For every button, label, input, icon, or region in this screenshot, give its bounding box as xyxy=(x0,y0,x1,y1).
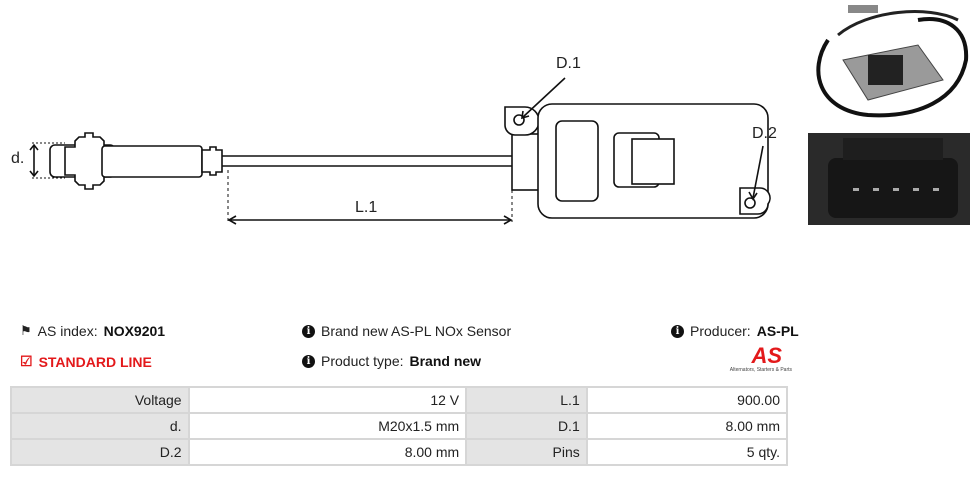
producer-value: AS-PL xyxy=(756,323,799,339)
info-icon: i xyxy=(671,324,684,338)
as-index: ⚑ AS index: NOX9201 xyxy=(20,323,165,339)
sensor-diagram xyxy=(29,77,771,225)
product-type-label: Product type: xyxy=(321,353,404,369)
spec-value: 8.00 mm xyxy=(187,438,468,466)
tag-icon: ⚑ xyxy=(20,323,32,338)
spec-label: L.1 xyxy=(465,386,588,414)
description-text: Brand new AS-PL NOx Sensor xyxy=(321,323,512,339)
info-icon: i xyxy=(302,324,315,338)
d2-label: D.2 xyxy=(752,125,777,142)
spec-value: 5 qty. xyxy=(585,438,789,466)
d1-label: D.1 xyxy=(556,55,581,72)
standard-line-label: STANDARD LINE xyxy=(38,353,152,370)
product-photo xyxy=(808,0,970,130)
connector-photo xyxy=(808,133,970,225)
producer-label: Producer: xyxy=(690,323,751,339)
producer: i Producer: AS-PL xyxy=(671,323,799,339)
checkbox-icon: ☑ xyxy=(20,353,33,369)
spec-label: Voltage xyxy=(10,386,190,414)
standard-line: ☑ STANDARD LINE xyxy=(20,353,152,370)
as-pl-logo: AS Alternators, Starters & Parts xyxy=(716,343,792,374)
product-type: i Product type: Brand new xyxy=(302,353,481,369)
as-index-value: NOX9201 xyxy=(103,323,166,339)
product-type-value: Brand new xyxy=(409,353,482,369)
spec-label: D.2 xyxy=(10,438,190,466)
logo-tagline: Alternators, Starters & Parts xyxy=(729,367,792,373)
spec-value: 900.00 xyxy=(585,386,789,414)
spec-label: d. xyxy=(10,412,190,440)
info-icon: i xyxy=(302,354,315,368)
logo-text: AS xyxy=(751,343,782,368)
as-index-label: AS index: xyxy=(37,323,98,339)
spec-label: D.1 xyxy=(465,412,588,440)
spec-value: M20x1.5 mm xyxy=(187,412,468,440)
spec-value: 8.00 mm xyxy=(585,412,789,440)
diameter-label: d. xyxy=(11,150,25,167)
description: i Brand new AS-PL NOx Sensor xyxy=(302,323,511,339)
spec-value: 12 V xyxy=(187,386,468,414)
spec-label: Pins xyxy=(465,438,588,466)
l1-label: L.1 xyxy=(355,199,378,216)
